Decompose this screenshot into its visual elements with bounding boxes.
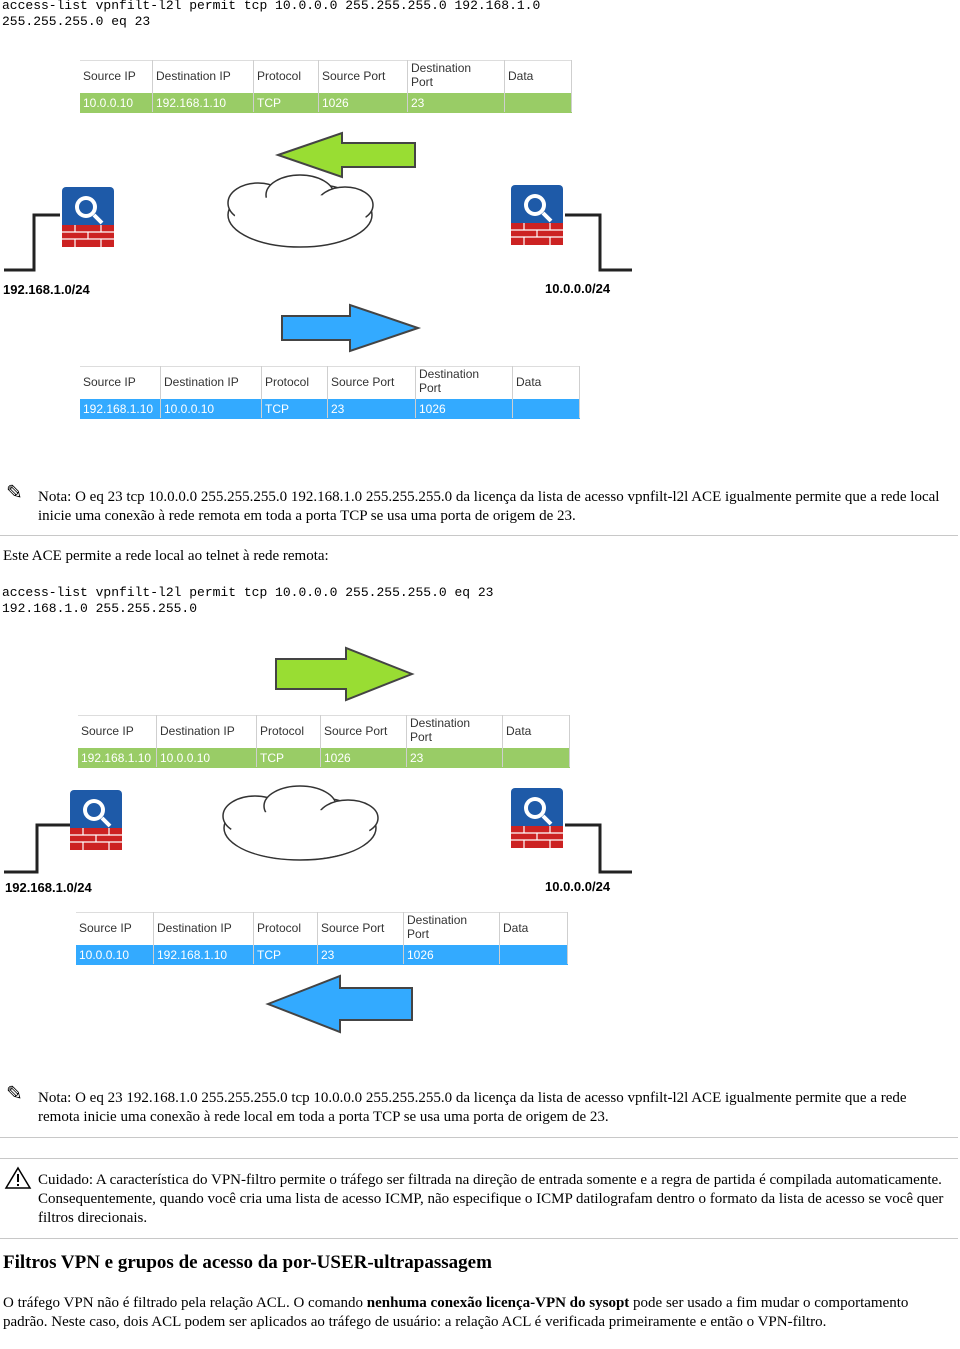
cell-protocol: TCP bbox=[260, 751, 284, 765]
divider bbox=[0, 1158, 958, 1159]
packet-table-bottom-1: Source IP Destination IP Protocol Source… bbox=[80, 366, 580, 420]
header-protocol: Protocol bbox=[257, 921, 302, 935]
arrow-left-blue-2 bbox=[265, 974, 413, 1034]
right-network-line bbox=[565, 213, 632, 272]
header-destination-port: Destination Port bbox=[407, 913, 468, 941]
header-source-ip: Source IP bbox=[83, 69, 136, 83]
cell-protocol: TCP bbox=[265, 402, 289, 416]
header-source-ip: Source IP bbox=[81, 724, 134, 738]
cell-dst-ip: 192.168.1.10 bbox=[156, 96, 227, 110]
cell-src-ip: 192.168.1.10 bbox=[83, 402, 154, 416]
left-network-line bbox=[4, 213, 60, 272]
header-source-port: Source Port bbox=[331, 375, 395, 389]
firewall-left-icon bbox=[70, 790, 122, 850]
note-1: Nota: O eq 23 tcp 10.0.0.0 255.255.255.0… bbox=[38, 489, 940, 524]
header-source-ip: Source IP bbox=[79, 921, 132, 935]
pencil-note-icon: ✎ bbox=[6, 482, 23, 504]
left-network-line bbox=[4, 823, 70, 874]
cell-dst-port: 23 bbox=[411, 96, 425, 110]
cell-dst-port: 23 bbox=[410, 751, 424, 765]
cell-dst-ip: 10.0.0.10 bbox=[160, 751, 211, 765]
header-destination-ip: Destination IP bbox=[160, 724, 235, 738]
warning-icon bbox=[4, 1166, 32, 1189]
cell-src-port: 23 bbox=[321, 948, 335, 962]
header-destination-ip: Destination IP bbox=[164, 375, 239, 389]
firewall-right-icon bbox=[511, 788, 563, 848]
command-name: nenhuma conexão licença-VPN do sysopt bbox=[366, 1295, 630, 1311]
code-acl-top: access-list vpnfilt-l2l permit tcp 10.0.… bbox=[2, 0, 541, 29]
arrow-right-green-2 bbox=[275, 646, 415, 702]
cell-dst-ip: 192.168.1.10 bbox=[157, 948, 228, 962]
header-destination-port: Destination Port bbox=[419, 367, 480, 395]
packet-table-top-2: Source IP Destination IP Protocol Source… bbox=[78, 715, 570, 769]
final-paragraph-text-end: pode ser usado a fim mudar o comportamen… bbox=[3, 1295, 909, 1330]
cell-src-ip: 10.0.0.10 bbox=[79, 948, 130, 962]
header-source-port: Source Port bbox=[324, 724, 388, 738]
header-destination-ip: Destination IP bbox=[157, 921, 232, 935]
cell-src-ip: 192.168.1.10 bbox=[81, 751, 152, 765]
final-paragraph-text: O tráfego VPN não é filtrado pela relaçã… bbox=[3, 1295, 367, 1311]
header-source-ip: Source IP bbox=[83, 375, 136, 389]
left-network-label: 192.168.1.0/24 bbox=[5, 880, 92, 895]
internet-cloud bbox=[227, 174, 374, 248]
cell-dst-port: 1026 bbox=[407, 948, 434, 962]
divider bbox=[0, 1238, 958, 1239]
header-destination-port: Destination Port bbox=[410, 716, 471, 744]
firewall-right-icon bbox=[511, 185, 563, 245]
packet-table-bottom-2: Source IP Destination IP Protocol Source… bbox=[76, 912, 568, 966]
caution-text: Cuidado: A característica do VPN-filtro … bbox=[38, 1172, 944, 1226]
header-destination-ip: Destination IP bbox=[156, 69, 231, 83]
cell-src-port: 1026 bbox=[324, 751, 351, 765]
header-protocol: Protocol bbox=[265, 375, 310, 389]
cell-protocol: TCP bbox=[257, 96, 281, 110]
final-paragraph: O tráfego VPN não é filtrado pela relaçã… bbox=[3, 1294, 953, 1332]
network-diagram-1 bbox=[4, 131, 632, 353]
header-data: Data bbox=[516, 375, 542, 389]
note-2: Nota: O eq 23 192.168.1.0 255.255.255.0 … bbox=[38, 1090, 907, 1125]
cell-src-ip: 10.0.0.10 bbox=[83, 96, 134, 110]
header-source-port: Source Port bbox=[322, 69, 386, 83]
cell-protocol: TCP bbox=[257, 948, 281, 962]
header-data: Data bbox=[508, 69, 534, 83]
right-network-label: 10.0.0.0/24 bbox=[545, 281, 611, 296]
cell-src-port: 23 bbox=[331, 402, 345, 416]
internet-cloud bbox=[222, 785, 379, 861]
network-diagram-2 bbox=[4, 785, 632, 874]
header-destination-port: Destination Port bbox=[411, 61, 472, 89]
code-acl-mid: access-list vpnfilt-l2l permit tcp 10.0.… bbox=[2, 585, 494, 616]
divider bbox=[0, 1137, 958, 1138]
right-network-line bbox=[565, 823, 632, 874]
section-heading: Filtros VPN e grupos de acesso da por-US… bbox=[3, 1252, 492, 1273]
header-source-port: Source Port bbox=[321, 921, 385, 935]
right-network-label: 10.0.0.0/24 bbox=[545, 879, 611, 894]
arrow-left-green bbox=[274, 131, 416, 179]
packet-table-top-1: Source IP Destination IP Protocol Source… bbox=[80, 60, 572, 114]
header-protocol: Protocol bbox=[260, 724, 305, 738]
header-data: Data bbox=[506, 724, 532, 738]
header-protocol: Protocol bbox=[257, 69, 302, 83]
pencil-note-icon: ✎ bbox=[6, 1083, 23, 1105]
left-network-label: 192.168.1.0/24 bbox=[3, 282, 90, 297]
firewall-left-icon bbox=[62, 187, 114, 247]
cell-dst-ip: 10.0.0.10 bbox=[164, 402, 215, 416]
cell-dst-port: 1026 bbox=[419, 402, 446, 416]
header-data: Data bbox=[503, 921, 529, 935]
arrow-right-blue bbox=[281, 303, 422, 353]
intro-paragraph: Este ACE permite a rede local ao telnet … bbox=[3, 548, 329, 564]
divider bbox=[0, 535, 958, 536]
cell-src-port: 1026 bbox=[322, 96, 349, 110]
